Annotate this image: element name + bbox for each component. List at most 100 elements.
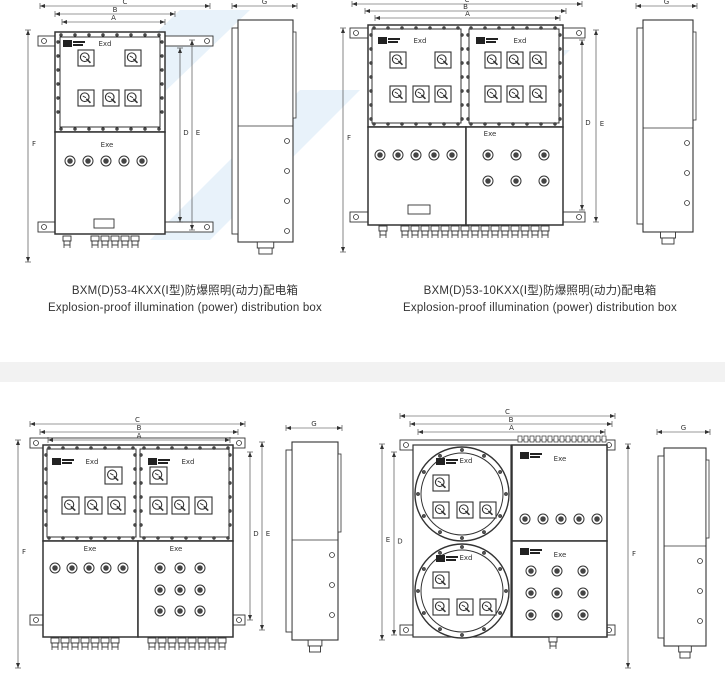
cover-bolt [558, 117, 562, 121]
cover-bolt [143, 127, 147, 131]
switch-mark [534, 57, 539, 61]
cable-gland [90, 235, 100, 248]
dimension-label-c: C [505, 408, 510, 416]
cable-gland [100, 637, 110, 650]
rotary-switch [506, 85, 524, 103]
exd-label-right: Exd [181, 458, 194, 466]
side-button-profile [329, 582, 335, 588]
cover-bolt [442, 122, 446, 126]
push-button [551, 565, 563, 577]
rotary-switch [529, 51, 547, 69]
cover-bolt [400, 26, 404, 30]
cable-gland [177, 637, 187, 650]
arrow-right [692, 4, 697, 8]
gland-nut [130, 235, 140, 242]
button-core [395, 152, 401, 158]
rotary-switch [434, 85, 452, 103]
arrow-bottom [626, 663, 630, 668]
button-core [449, 152, 455, 158]
push-button [194, 605, 206, 617]
arrow-bottom [190, 225, 194, 230]
gland-nut [378, 225, 388, 232]
gland-nut [480, 225, 490, 232]
cover-bolt [460, 89, 464, 93]
exe-chamber-left [42, 540, 139, 638]
top-terminal [601, 435, 607, 443]
cover-bolt [129, 33, 133, 37]
dim-b-1: B [54, 6, 176, 17]
dimension-label-e: E [600, 120, 604, 128]
cover-bolt [414, 122, 418, 126]
push-button [428, 149, 440, 161]
side-view-1 [231, 19, 297, 255]
switch-mark [129, 55, 134, 59]
cover-bolt [558, 47, 562, 51]
cable-gland [420, 225, 430, 238]
rotary-switch [104, 466, 123, 485]
caption-2-english: Explosion-proof illumination (power) dis… [403, 302, 677, 314]
logo-mark [436, 458, 445, 465]
cover-bolt [139, 481, 143, 485]
cover-bolt [142, 446, 146, 450]
cable-gland [90, 637, 100, 650]
round-chamber-cover [420, 549, 504, 633]
switch-handle [203, 505, 209, 512]
arrow-top [260, 442, 264, 447]
dim-b-3: B [39, 424, 239, 435]
mount-hole [403, 442, 409, 448]
brand-logo-icon [476, 37, 498, 44]
switch-mark [461, 604, 466, 608]
side-button-profile [284, 228, 290, 234]
side-hinge [692, 31, 697, 121]
cable-gland [490, 225, 500, 238]
push-button [118, 155, 130, 167]
cover-bolt [466, 47, 470, 51]
cable-gland [480, 225, 490, 238]
push-button [82, 155, 94, 167]
dimension-label-e: E [196, 129, 200, 137]
logo-text-bar [486, 38, 498, 40]
arrow-right [577, 2, 582, 6]
logo-text-bar [446, 459, 458, 461]
logo-mark [436, 555, 445, 562]
side-button-profile [284, 138, 290, 144]
push-button [525, 565, 537, 577]
flange-bolt [416, 589, 420, 593]
switch-handle [397, 94, 404, 100]
cover-bolt [117, 536, 121, 540]
dim-f-3: F [15, 439, 26, 669]
button-core [197, 608, 203, 614]
rotary-switch [479, 501, 497, 519]
button-core [541, 152, 547, 158]
cable-gland-main [378, 225, 388, 238]
gland-nut [147, 637, 157, 644]
cover-bolt [369, 33, 373, 37]
side-view-4 [657, 447, 710, 659]
arrow-right [160, 20, 165, 24]
arrow-left [40, 4, 45, 8]
arrow-bottom [392, 630, 396, 635]
dimension-label-c: C [123, 0, 128, 6]
push-button [591, 513, 603, 525]
cover-bolt [133, 509, 137, 513]
dimension-label-f: F [22, 548, 26, 556]
dimension-label-b: B [509, 416, 514, 424]
mount-hole [403, 627, 409, 633]
cover-bolt [460, 75, 464, 79]
gland-nut [430, 225, 440, 232]
cover-bolt [61, 536, 65, 540]
cover-bolt [372, 122, 376, 126]
button-core [580, 568, 586, 574]
dimension-label-g: G [262, 0, 267, 6]
cover-bolt [87, 33, 91, 37]
cover-bolt [400, 122, 404, 126]
brand-logo-icon [52, 458, 74, 465]
button-core [377, 152, 383, 158]
switch-handle [440, 607, 447, 613]
arrow-right [225, 438, 230, 442]
arrow-bottom [16, 663, 20, 668]
flange-bolt [498, 611, 503, 615]
cover-bolt [369, 89, 373, 93]
arrow-top [26, 30, 30, 35]
dim-b-2: B [364, 3, 567, 14]
